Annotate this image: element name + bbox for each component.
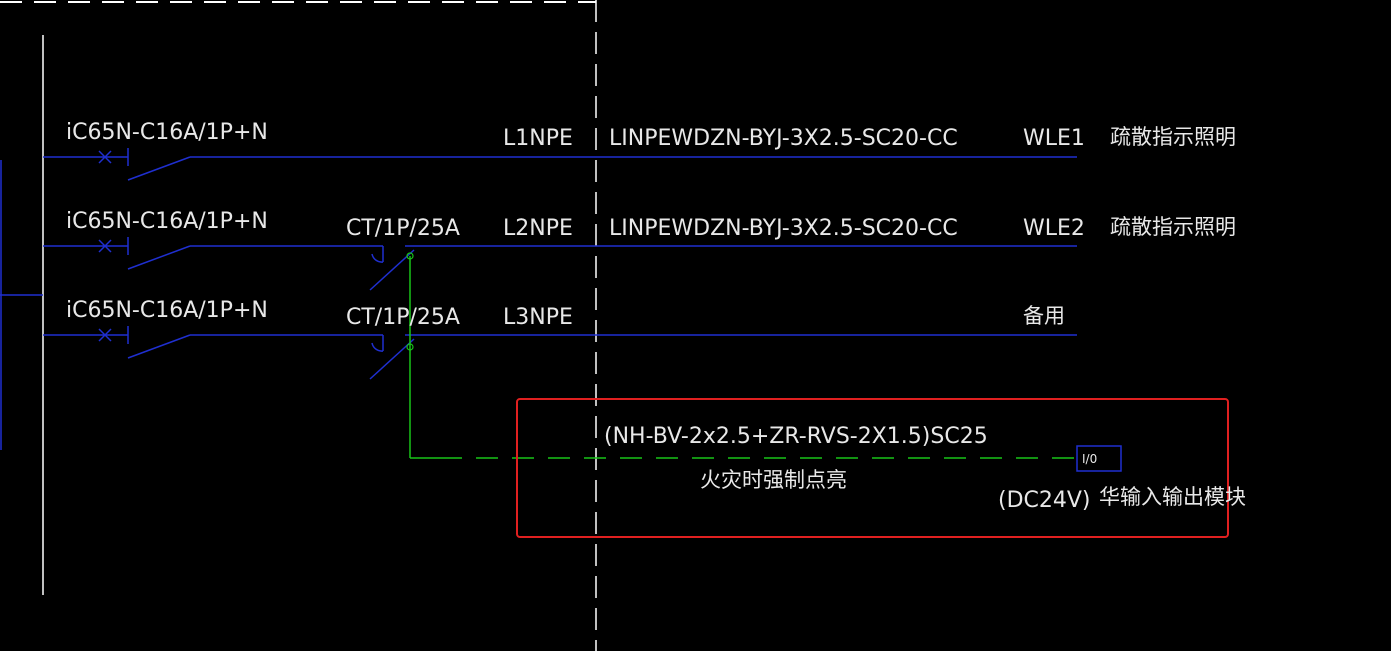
- io-module-label: I/0: [1082, 452, 1098, 466]
- circuit-2-phase-label: L2NPE: [503, 216, 573, 241]
- io-module-box: [1076, 445, 1122, 472]
- circuit-1-breaker-blade: [127, 156, 191, 181]
- circuit-3-phase-label: L3NPE: [503, 305, 573, 330]
- module-name-label: 华输入输出模块: [1099, 485, 1246, 509]
- circuit-1: [43, 148, 1077, 181]
- circuit-3: [43, 326, 1077, 380]
- circuit-3-breaker-blade: [127, 334, 191, 359]
- circuit-2-cable-label: LINPEWDZN-BYJ-3X2.5-SC20-CC: [609, 216, 958, 241]
- control-linkage: [406, 252, 1077, 459]
- circuit-3-contactor-label: CT/1P/25A: [346, 305, 460, 330]
- circuit-2-id-label: WLE2: [1023, 216, 1085, 241]
- highlight-box: [516, 398, 1229, 538]
- circuit-2: [43, 237, 1077, 291]
- circuit-1-id-label: WLE1: [1023, 126, 1085, 151]
- circuit-3-breaker-label: iC65N-C16A/1P+N: [66, 298, 268, 323]
- circuit-1-description: 疏散指示照明: [1110, 125, 1236, 149]
- control-note: 火灾时强制点亮: [700, 468, 847, 492]
- circuit-1-phase-label: L1NPE: [503, 126, 573, 151]
- circuit-2-breaker-blade: [127, 245, 191, 270]
- circuit-2-contactor-label: CT/1P/25A: [346, 216, 460, 241]
- module-voltage-label: (DC24V): [998, 488, 1091, 513]
- circuit-3-description: 备用: [1023, 304, 1065, 328]
- circuit-1-cable-label: LINPEWDZN-BYJ-3X2.5-SC20-CC: [609, 126, 958, 151]
- control-cable-label: (NH-BV-2x2.5+ZR-RVS-2X1.5)SC25: [604, 424, 988, 449]
- circuit-2-description: 疏散指示照明: [1110, 215, 1236, 239]
- circuit-2-breaker-label: iC65N-C16A/1P+N: [66, 209, 268, 234]
- circuit-1-breaker-label: iC65N-C16A/1P+N: [66, 120, 268, 145]
